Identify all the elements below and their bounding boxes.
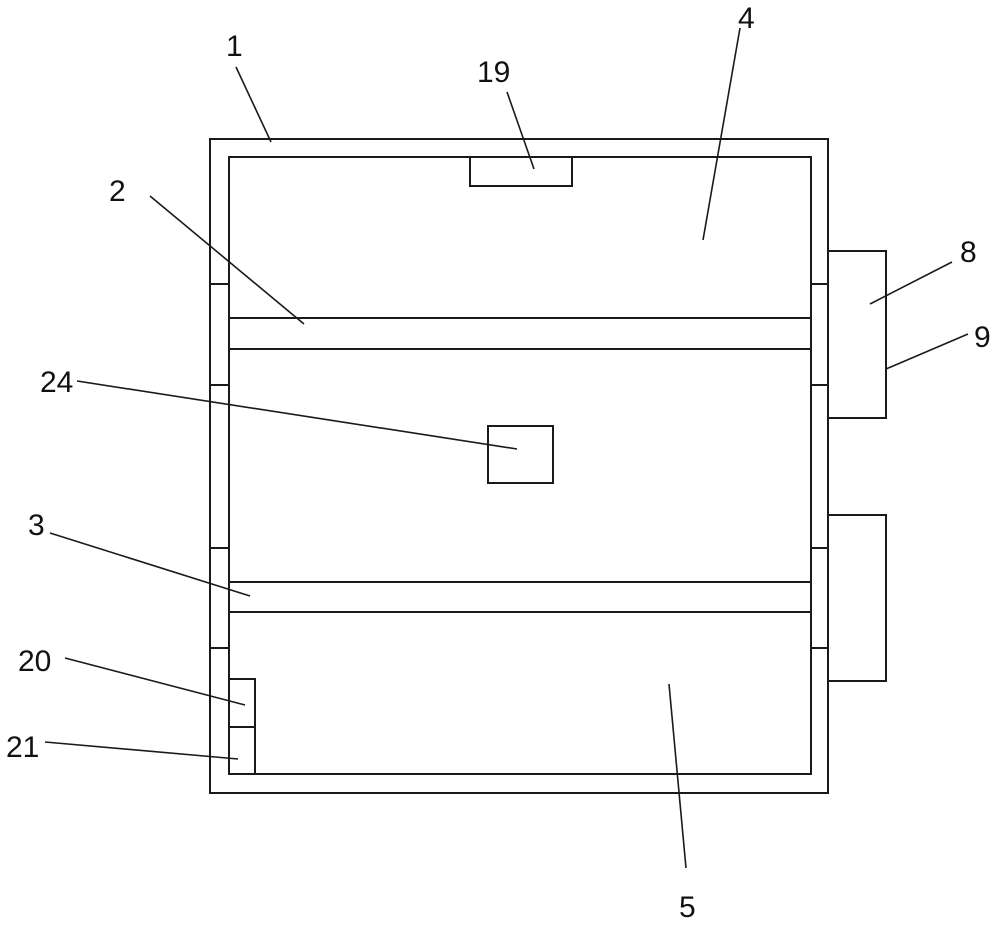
callout-24: 24	[40, 366, 73, 399]
leader-2	[149, 195, 305, 325]
component-20	[228, 678, 256, 728]
inner-chamber	[228, 156, 812, 775]
callout-1: 1	[226, 30, 243, 63]
center-block-24	[487, 425, 554, 484]
side-box-upper-8	[827, 250, 887, 419]
callout-3: 3	[28, 509, 45, 542]
right-wall-ticks	[811, 283, 828, 649]
leader-24	[76, 380, 518, 450]
callout-21: 21	[6, 731, 39, 764]
callout-20: 20	[18, 645, 51, 678]
leader-20	[64, 657, 246, 706]
callout-4: 4	[738, 2, 755, 35]
side-box-lower	[827, 514, 887, 682]
leader-4	[702, 27, 741, 241]
leader-21	[44, 741, 239, 760]
callout-9: 9	[974, 321, 991, 354]
leader-9	[885, 333, 969, 370]
leader-1	[235, 66, 272, 143]
callout-19: 19	[477, 56, 510, 89]
left-wall-ticks	[210, 283, 229, 649]
leader-3	[49, 532, 251, 597]
leader-lines	[44, 27, 969, 869]
outer-housing	[209, 138, 829, 794]
top-sensor-19	[469, 156, 573, 187]
callout-5: 5	[679, 891, 696, 924]
component-21	[228, 726, 256, 775]
leader-19	[506, 91, 535, 170]
leader-8	[869, 261, 953, 305]
leader-5	[668, 683, 687, 869]
callout-2: 2	[109, 175, 126, 208]
callout-8: 8	[960, 236, 977, 269]
